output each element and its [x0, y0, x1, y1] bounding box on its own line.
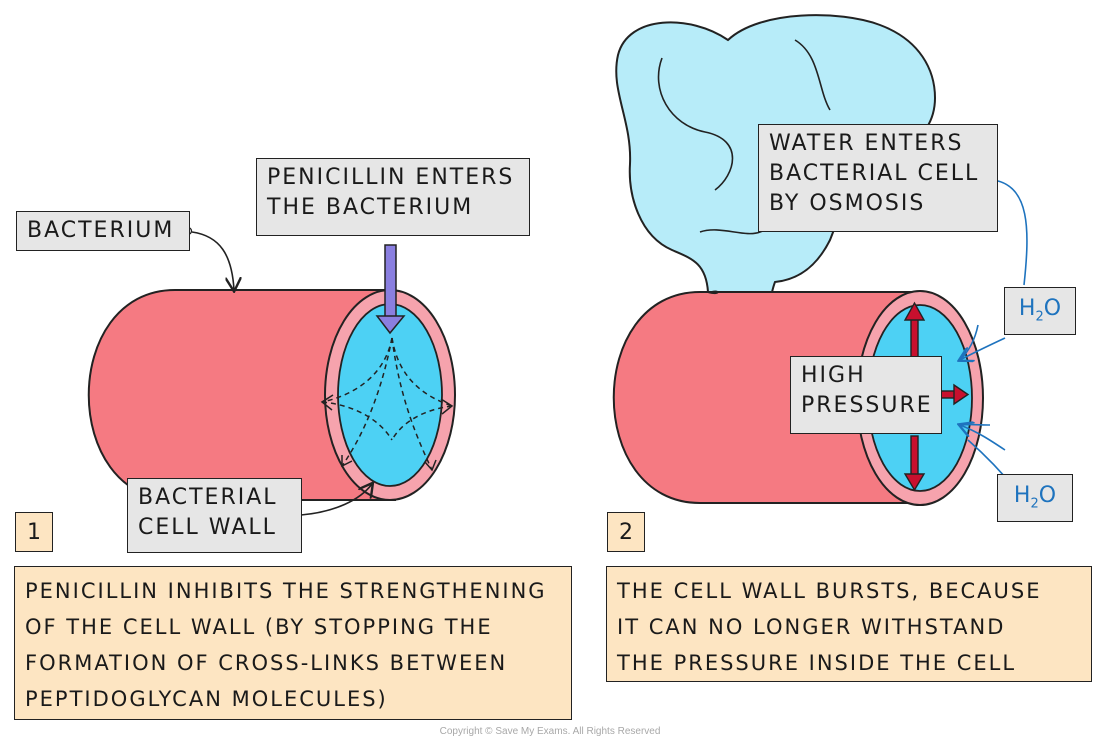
label-h2o-top: H2O: [1004, 287, 1076, 335]
copyright-notice: Copyright © Save My Exams. All Rights Re…: [439, 726, 661, 737]
penicillin-arrow: [375, 244, 406, 335]
label-water-line2: BACTERIAL CELL: [769, 161, 980, 186]
bacterium-2-body: [612, 290, 921, 504]
panel-2-caption-line: THE CELL WALL BURSTS, BECAUSE: [617, 579, 1042, 603]
label-bacterium-text: BACTERIUM: [27, 218, 175, 243]
label-bacterium: BACTERIUM: [16, 211, 190, 251]
label-high-pressure-line2: PRESSURE: [801, 393, 933, 418]
panel-2-caption-line: THE PRESSURE INSIDE THE CELL: [617, 651, 1017, 675]
panel-1-caption-line: PEPTIDOGLYCAN MOLECULES): [25, 687, 388, 711]
panel-1-number: 1: [15, 512, 53, 552]
panel-1-caption-line: OF THE CELL WALL (BY STOPPING THE: [25, 615, 493, 639]
label-water-line1: WATER ENTERS: [769, 131, 964, 156]
label-high-pressure-line1: HIGH: [801, 363, 866, 388]
bacterium-pointer: [183, 226, 235, 291]
label-penicillin-line2: THE BACTERIUM: [267, 195, 474, 220]
panel-2-caption-line: IT CAN NO LONGER WITHSTAND: [617, 615, 1006, 639]
label-water-enters: WATER ENTERS BACTERIAL CELL BY OSMOSIS: [758, 124, 998, 232]
label-water-line3: BY OSMOSIS: [769, 191, 926, 216]
label-high-pressure: HIGH PRESSURE: [790, 356, 942, 434]
label-cell-wall: BACTERIAL CELL WALL: [127, 478, 302, 553]
cross-link-arrowheads: [320, 394, 454, 472]
label-h2o-bottom: H2O: [997, 474, 1073, 522]
label-penicillin-enters: PENICILLIN ENTERS THE BACTERIUM: [256, 158, 530, 236]
panel-2-caption: THE CELL WALL BURSTS, BECAUSE IT CAN NO …: [606, 566, 1092, 682]
panel-1-caption-line: FORMATION OF CROSS-LINKS BETWEEN: [25, 651, 508, 675]
panel-2-number: 2: [607, 512, 645, 552]
panel-1-caption: PENICILLIN INHIBITS THE STRENGTHENING OF…: [14, 566, 572, 720]
label-cell-wall-line1: BACTERIAL: [138, 485, 278, 510]
panel-1-caption-line: PENICILLIN INHIBITS THE STRENGTHENING: [25, 579, 547, 603]
bacterium-1: [87, 226, 456, 521]
label-penicillin-line1: PENICILLIN ENTERS: [267, 165, 515, 190]
label-cell-wall-line2: CELL WALL: [138, 515, 277, 540]
cross-links-dashed: [321, 337, 453, 471]
